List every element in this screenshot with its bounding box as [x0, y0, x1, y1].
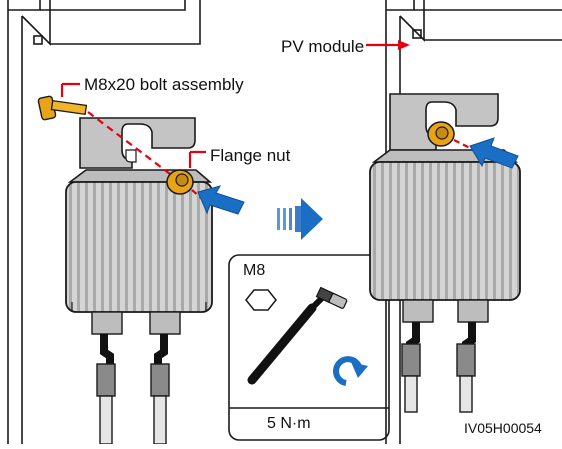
bolt-size-label: M8: [243, 262, 266, 279]
next-step-arrow-icon: [277, 198, 323, 240]
torque-inset: [228, 254, 390, 441]
figure-code-label: IV05H00054: [464, 420, 542, 436]
mounting-bracket-left: [79, 117, 196, 169]
cables-left: [96, 334, 170, 445]
bolt-assembly: [37, 95, 88, 121]
flange-nut: [166, 169, 194, 195]
optimizer-left: [65, 169, 213, 335]
torque-value-label: 5 N·m: [267, 415, 311, 432]
pv-module-label: PV module: [281, 37, 365, 56]
pv-module-frame-left: [7, 0, 201, 444]
hexagon-icon: [245, 289, 277, 311]
bolt-assembly-label: M8x20 bolt assembly: [84, 75, 244, 94]
cables-right: [401, 322, 476, 413]
optimizer-right: [369, 149, 521, 323]
bolt-path-dashed: [87, 111, 179, 181]
torque-wrench-icon: [247, 286, 348, 385]
right-step: [366, 0, 562, 444]
push-arrow-icon: [197, 185, 245, 215]
left-step: [7, 0, 245, 445]
push-arrow-icon-right: [469, 137, 519, 169]
flange-nut-label: Flange nut: [210, 146, 291, 165]
rotate-clockwise-icon: [333, 356, 368, 386]
flange-nut-installed: [427, 121, 455, 147]
